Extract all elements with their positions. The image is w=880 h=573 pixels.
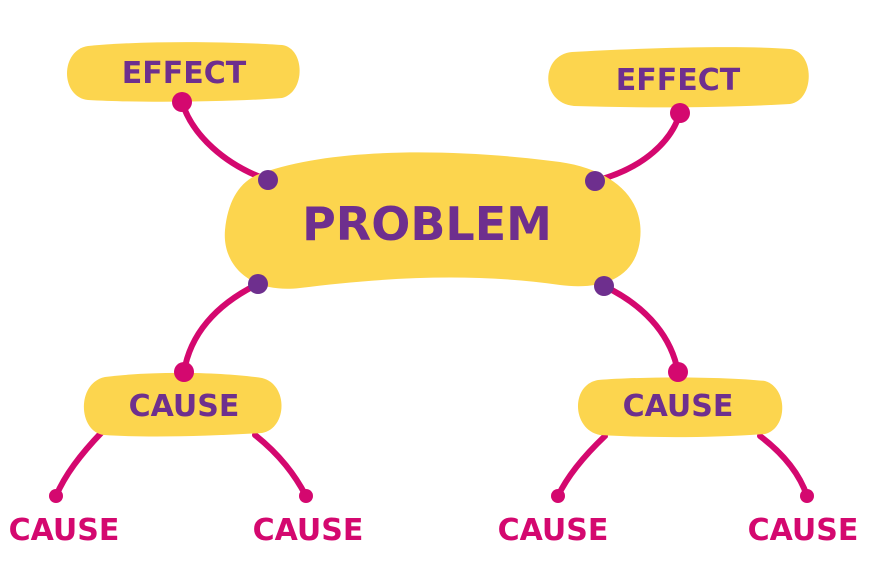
- dot-problem-top-left: [258, 170, 278, 190]
- connector-subcause-4: [757, 433, 810, 499]
- connector-subcause-2: [252, 432, 309, 499]
- connector-cause-left: [181, 281, 261, 375]
- dot-cause-left: [174, 362, 194, 382]
- dot-subcause-2: [299, 489, 313, 503]
- effect-label-right: EFFECT: [616, 63, 741, 98]
- dot-subcause-3: [551, 489, 565, 503]
- connector-cause-right: [601, 283, 681, 375]
- problem-node-blob: [224, 152, 641, 289]
- cause-label-right: CAUSE: [623, 389, 734, 424]
- dot-effect-right: [670, 103, 690, 123]
- connector-subcause-3: [555, 433, 608, 499]
- dot-cause-right: [668, 362, 688, 382]
- effect-label-left: EFFECT: [122, 56, 247, 91]
- dot-subcause-1: [49, 489, 63, 503]
- connector-effect-right: [592, 110, 683, 184]
- subcause-label-1: CAUSE: [9, 513, 120, 548]
- subcause-label-3: CAUSE: [498, 513, 609, 548]
- effect-node-left-blob: [67, 42, 300, 102]
- dot-subcause-4: [800, 489, 814, 503]
- dot-problem-bottom-left: [248, 274, 268, 294]
- cause-label-left: CAUSE: [129, 389, 240, 424]
- problem-label: PROBLEM: [302, 197, 552, 251]
- cause-node-left-blob: [83, 372, 282, 437]
- subcause-label-2: CAUSE: [253, 513, 364, 548]
- connector-dots: [49, 92, 814, 503]
- dot-effect-left: [172, 92, 192, 112]
- dot-problem-bottom-right: [594, 276, 614, 296]
- cause-node-right-blob: [577, 377, 783, 438]
- dot-problem-top-right: [585, 171, 605, 191]
- connector-subcause-1: [53, 429, 105, 499]
- subcause-label-4: CAUSE: [748, 513, 859, 548]
- effect-node-right-blob: [548, 47, 809, 108]
- connector-effect-left: [179, 99, 271, 183]
